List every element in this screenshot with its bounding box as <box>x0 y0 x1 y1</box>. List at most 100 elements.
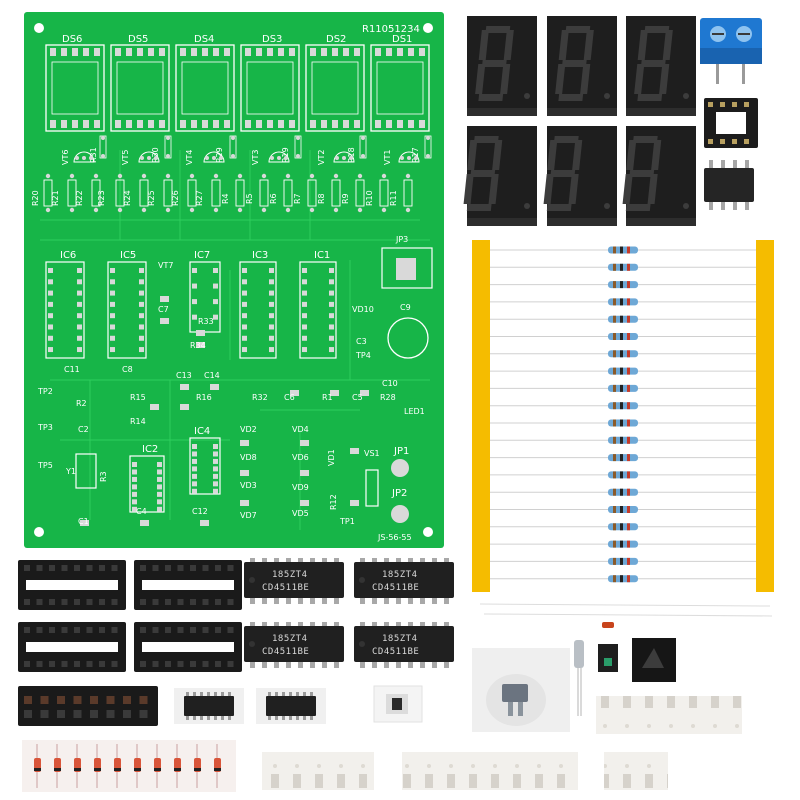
label-c3: C3 <box>356 337 367 346</box>
ic-pad <box>269 335 274 341</box>
socket-hole <box>74 599 80 605</box>
display-pad <box>310 120 316 128</box>
dip16-sockets <box>18 560 242 672</box>
socket-hole <box>24 565 30 571</box>
label-vd9: VD9 <box>292 483 309 492</box>
display-pad <box>180 120 186 128</box>
socket-hole <box>215 661 221 667</box>
mounting-hole <box>423 527 433 537</box>
chip-pin <box>432 622 437 628</box>
display-segment <box>561 60 587 67</box>
smd-pad <box>160 296 169 302</box>
screw-terminal-block <box>700 18 762 84</box>
label-r14: R14 <box>130 417 146 426</box>
ic-pad <box>110 324 115 330</box>
board-code: R11051234 <box>362 24 420 35</box>
label-r29: R29 <box>215 147 224 163</box>
chip-pin <box>250 598 255 604</box>
socket-hole <box>74 565 80 571</box>
label-r24: R24 <box>123 190 132 206</box>
label-vd3: VD3 <box>240 481 257 490</box>
display-pad <box>94 48 100 56</box>
display-segment <box>626 140 637 170</box>
header-pin <box>24 696 32 704</box>
y1-crystal-outline <box>75 453 97 489</box>
display-segment <box>558 30 569 60</box>
label-r25: R25 <box>147 190 156 206</box>
transistor-pad <box>140 156 144 160</box>
tape-strip-left <box>472 240 490 592</box>
resistor-pad <box>237 173 243 179</box>
diode-band <box>154 768 161 771</box>
ic-pad <box>269 324 274 330</box>
chip-pin <box>286 622 291 628</box>
display-segment <box>647 174 658 204</box>
ic-pad <box>213 268 218 273</box>
display-footprint-inner <box>181 61 229 115</box>
chip-pin <box>396 662 401 668</box>
label-r17: R17 <box>411 147 420 163</box>
resistor-band <box>613 367 616 375</box>
ic-body <box>184 696 234 716</box>
chip-pin <box>360 622 365 628</box>
ic-pad <box>302 313 307 319</box>
socket-hole <box>61 565 68 571</box>
ic-pad <box>48 335 53 341</box>
header-pin <box>57 710 65 718</box>
socket-hole <box>202 627 209 633</box>
display-pad <box>419 120 425 128</box>
resistor-band <box>627 523 630 531</box>
chip-pin <box>420 622 425 628</box>
dip8-ic <box>704 160 754 210</box>
label-ds1: DS1 <box>392 34 412 45</box>
resistor-pad <box>333 173 339 179</box>
header-pin <box>139 710 148 718</box>
label-c1: C1 <box>78 517 89 526</box>
socket-hole <box>99 627 105 633</box>
resistor-pad <box>45 207 51 213</box>
smd-pad <box>300 470 309 476</box>
display-footprint <box>305 44 365 132</box>
smd-pad <box>300 500 309 506</box>
display-pad <box>213 48 219 56</box>
ic-pad <box>110 301 115 307</box>
ic-pad <box>77 347 82 353</box>
transistor-pad <box>270 156 274 160</box>
header-pin <box>90 696 98 704</box>
label-ds2: DS2 <box>326 34 346 45</box>
ic-pin <box>207 692 210 696</box>
smd-pad <box>350 448 359 454</box>
dip16-socket <box>134 622 242 672</box>
display-segment <box>546 204 572 211</box>
chip-pin <box>384 598 389 604</box>
label-ds6: DS6 <box>62 34 82 45</box>
ic-pad <box>48 279 53 285</box>
label-c6: C6 <box>284 393 295 402</box>
display-pad <box>386 48 392 56</box>
socket-hole <box>227 627 234 633</box>
dip16-socket <box>18 560 126 610</box>
display-pad <box>278 48 284 56</box>
transistor-outline <box>333 151 355 163</box>
display-segment <box>565 26 591 33</box>
label-vt1: VT1 <box>383 150 392 165</box>
header-pin <box>139 696 148 704</box>
ic-outline <box>299 261 337 359</box>
chip-pin <box>310 598 315 604</box>
display-segment <box>644 26 670 33</box>
transistor-pad <box>407 156 411 160</box>
chip-notch <box>249 577 255 583</box>
small-ics <box>174 688 326 724</box>
display-pad <box>148 120 154 128</box>
ic-pad <box>213 488 218 494</box>
chip-pin <box>396 558 401 564</box>
resistor-band <box>627 350 630 358</box>
resistor-band <box>627 384 630 392</box>
diode-band <box>134 768 141 771</box>
display-segment <box>625 204 651 211</box>
resistor-band <box>613 488 616 496</box>
label-r21: R21 <box>51 190 60 206</box>
resistor-pad <box>117 173 123 179</box>
resistor-band <box>620 575 623 583</box>
